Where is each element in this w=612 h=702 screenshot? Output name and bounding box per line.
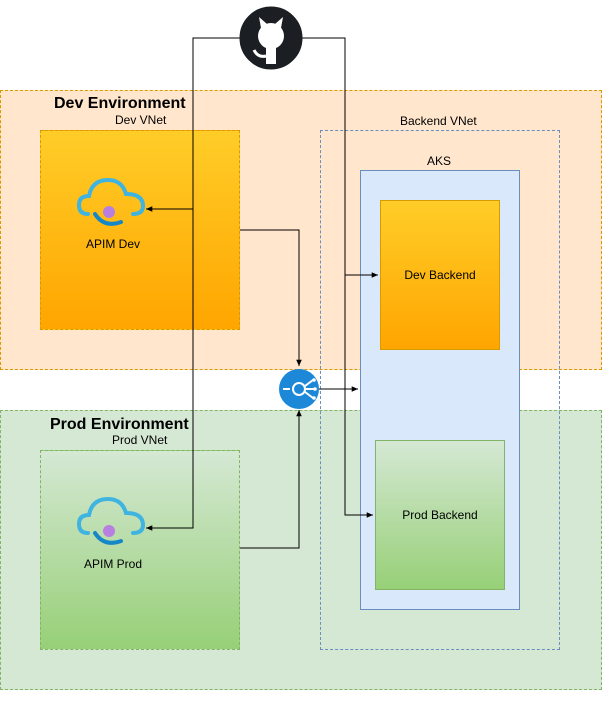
prod-vnet-box [40,450,240,650]
edge-github-to-prod-backend [344,275,373,518]
prod-environment-title: Prod Environment [50,416,189,433]
dev-backend-service[interactable]: Dev Backend [380,200,500,350]
dev-environment-title: Dev Environment [54,95,186,112]
apim-dev-label: APIM Dev [86,237,141,251]
dev-backend-label: Dev Backend [404,268,476,282]
edge-github-to-apim-prod [146,209,194,531]
dev-vnet-label: Dev VNet [115,113,167,127]
aks-label: AKS [427,154,452,168]
edge-github-to-apim-dev [146,37,240,212]
backend-vnet-label: Backend VNet [400,114,477,128]
apim-cloud-icon[interactable] [76,496,146,545]
edge-apim-prod-to-lb [240,410,302,549]
edge-apim-dev-to-lb [240,229,302,366]
prod-backend-label: Prod Backend [402,508,478,522]
prod-vnet-label: Prod VNet [112,433,168,447]
dev-vnet-box [40,130,240,330]
apim-prod-label: APIM Prod [84,557,143,571]
apim-cloud-icon[interactable] [76,177,146,226]
edge-github-to-dev-backend [302,37,378,278]
load-balancer-icon[interactable] [279,369,319,409]
backend-vnet-boundary [320,130,560,650]
github-icon[interactable] [239,6,303,70]
prod-backend-service[interactable]: Prod Backend [375,440,505,590]
